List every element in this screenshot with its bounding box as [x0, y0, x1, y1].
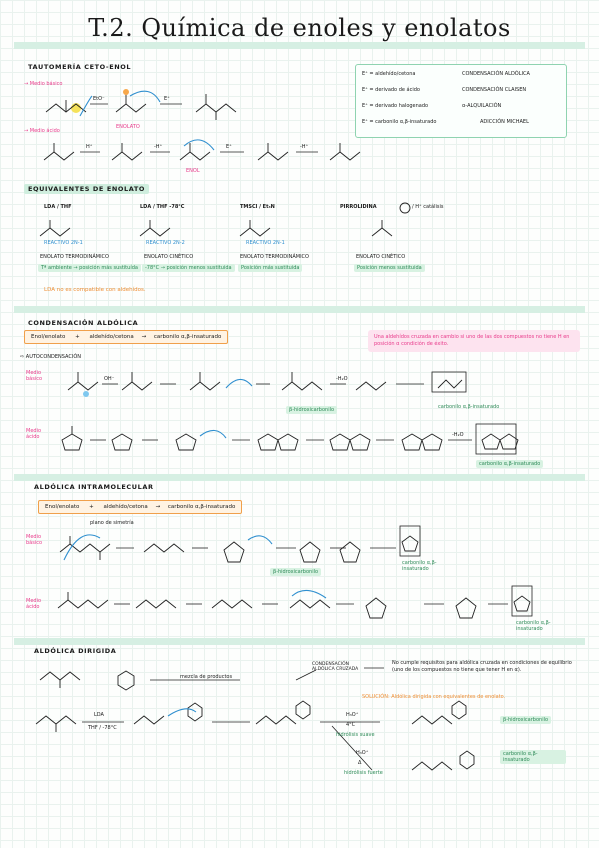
box-c: carbonilo α,β-insaturado	[153, 334, 222, 340]
col4-kind: ENOLATO CINÉTICO	[356, 254, 406, 260]
label-medio-acido-3: Medio ácido	[26, 598, 42, 610]
box-c: carbonilo α,β-insaturado	[167, 504, 236, 510]
electrophile-notes: E⁺ = aldehído/cetona CONDENSACIÓN ALDÓLI…	[355, 64, 567, 138]
col3-tag: REACTIVO 2N-1	[246, 240, 285, 246]
mezcla-productos: mezcla de productos	[180, 674, 233, 680]
carbonilo-label-3: carbonilo α,β-insaturado	[402, 560, 437, 572]
reagent-hplus: H⁺	[86, 144, 93, 150]
aldol-summary-box: Enol/enolato + aldehído/cetona → carboni…	[24, 330, 229, 344]
curly-arrow	[79, 95, 93, 117]
intra-summary-box: Enol/enolato + aldehído/cetona → carboni…	[38, 500, 243, 514]
col3-note: Posición más sustituida	[238, 264, 303, 272]
note-lhs-1: E⁺ = aldehído/cetona	[362, 71, 416, 77]
note-rhs-2: CONDENSACIÓN CLAISEN	[462, 87, 527, 93]
note-lhs-4: E⁺ = carbonilo α,β-insaturado	[362, 119, 437, 125]
bhidroxi-label-1: β-hidroxicarbonilo	[286, 406, 338, 414]
reagent-h3o-1: H₃O⁺	[346, 712, 359, 718]
solucion-note: SOLUCIÓN: Aldólica dirigida con equivale…	[362, 694, 506, 700]
heading-aldolica: CONDENSACIÓN ALDÓLICA	[28, 319, 139, 327]
plano-simetria: plano de simetría	[90, 520, 134, 526]
reagent-lda: LDA	[94, 712, 104, 718]
box-b: aldehído/cetona	[89, 334, 134, 340]
col2-tag: REACTIVO 2N-2	[146, 240, 185, 246]
aldol-oh: OH⁻	[104, 376, 115, 382]
box-a: Enol/enolato	[45, 504, 80, 510]
heading-dirigida: ALDÓLICA DIRIGIDA	[34, 647, 117, 655]
box-b: aldehído/cetona	[103, 504, 148, 510]
reagent-eplus-2: E⁺	[226, 144, 232, 150]
carbonilo-label-1: carbonilo α,β-insaturado	[438, 404, 500, 410]
note-lhs-3: E⁺ = derivado halogenado	[362, 103, 429, 109]
reagent-eto: EtO⁻	[93, 96, 105, 102]
col4-cond: PIRROLIDINA	[340, 204, 377, 210]
box-plus: +	[89, 504, 94, 510]
heading-intramolecular: ALDÓLICA INTRAMOLECULAR	[34, 483, 154, 491]
hidrolisis-suave: hidrólisis suave	[336, 732, 375, 738]
label-medio-basico: → Medio básico	[24, 81, 63, 87]
catalisis: / H⁺ catálisis	[412, 204, 444, 210]
col1-note: Tª ambiente → posición más sustituída	[38, 264, 141, 272]
label-medio-acido-2: Medio ácido	[26, 428, 42, 440]
note-lhs-2: E⁺ = derivado de ácido	[362, 87, 420, 93]
section-band	[14, 638, 585, 645]
reagent-4c: 4°C	[346, 722, 356, 728]
crossed-aldol-note: Una aldehídos cruzada en cambio si uno d…	[368, 330, 580, 352]
bhidroxi-label-2: β-hidroxicarbonilo	[270, 568, 322, 576]
reagent-thf: THF / -78°C	[88, 725, 117, 731]
box-a: Enol/enolato	[31, 334, 66, 340]
label-enol: ENOL	[186, 168, 200, 174]
cruzada-label: CONDENSACIÓN ALDÓLICA CRUZADA	[312, 662, 359, 672]
col1-tag: REACTIVO 2N-1	[44, 240, 83, 246]
no-cumple-note: No cumple requisitos para aldólica cruza…	[392, 660, 572, 673]
carbonilo-label-5: carbonilo α,β-insaturado	[500, 750, 566, 764]
section-band	[14, 306, 585, 313]
heading-tautomeria: TAUTOMERÍA CETO-ENOL	[28, 63, 132, 71]
note-rhs-3: α-ALQUILACIÓN	[462, 103, 502, 109]
hidrolisis-fuerte: hidrólisis fuerte	[344, 770, 383, 776]
label-enolato: ENOLATO	[116, 124, 140, 130]
section-band	[14, 474, 585, 481]
autocondensacion: ⇨ AUTOCONDENSACIÓN	[20, 354, 82, 360]
bhidroxi-label-3: β-hidroxicarbonilo	[500, 716, 552, 724]
carbonilo-label-2: carbonilo α,β-insaturado	[476, 460, 544, 468]
reagent-eplus-1: E⁺	[164, 96, 170, 102]
label-medio-basico-2: Medio básico	[26, 370, 43, 382]
page-title: T.2. Química de enoles y enolatos	[88, 14, 511, 42]
col3-cond: TMSCl / Et₃N	[240, 204, 275, 210]
heading-equivalentes: EQUIVALENTES DE ENOLATO	[24, 184, 150, 194]
reagent-minus-hplus-1: -H⁺	[154, 144, 163, 150]
aldol-h2o-1: -H₂O	[336, 376, 348, 382]
carbonilo-label-4: carbonilo α,β-insaturado	[516, 620, 551, 632]
col3-kind: ENOLATO TERMODINÁMICO	[240, 254, 309, 260]
aldol-h2o-2: -H₂O	[452, 432, 464, 438]
col2-kind: ENOLATO CINÉTICO	[144, 254, 194, 260]
col1-kind: ENOLATO TERMODINÁMICO	[40, 254, 109, 260]
label-medio-acido: → Medio ácido	[24, 128, 60, 134]
box-plus: +	[75, 334, 80, 340]
col4-note: Posición menos sustituida	[354, 264, 425, 272]
reagent-minus-hplus-2: -H⁺	[300, 144, 309, 150]
lda-warning: LDA no es compatible con aldehídos.	[44, 287, 146, 293]
col1-cond: LDA / THF	[44, 204, 72, 210]
reagent-h3o-2: H₃O⁺	[356, 750, 369, 756]
reagent-delta: Δ	[358, 760, 362, 766]
note-rhs-4: ADICCIÓN MICHAEL	[480, 119, 529, 125]
col2-note: -78°C → posición menos sustituida	[142, 264, 235, 272]
note-rhs-1: CONDENSACIÓN ALDÓLICA	[462, 71, 530, 77]
section-band	[14, 42, 585, 49]
label-medio-basico-3: Medio básico	[26, 534, 43, 546]
col2-cond: LDA / THF -78°C	[140, 204, 185, 210]
